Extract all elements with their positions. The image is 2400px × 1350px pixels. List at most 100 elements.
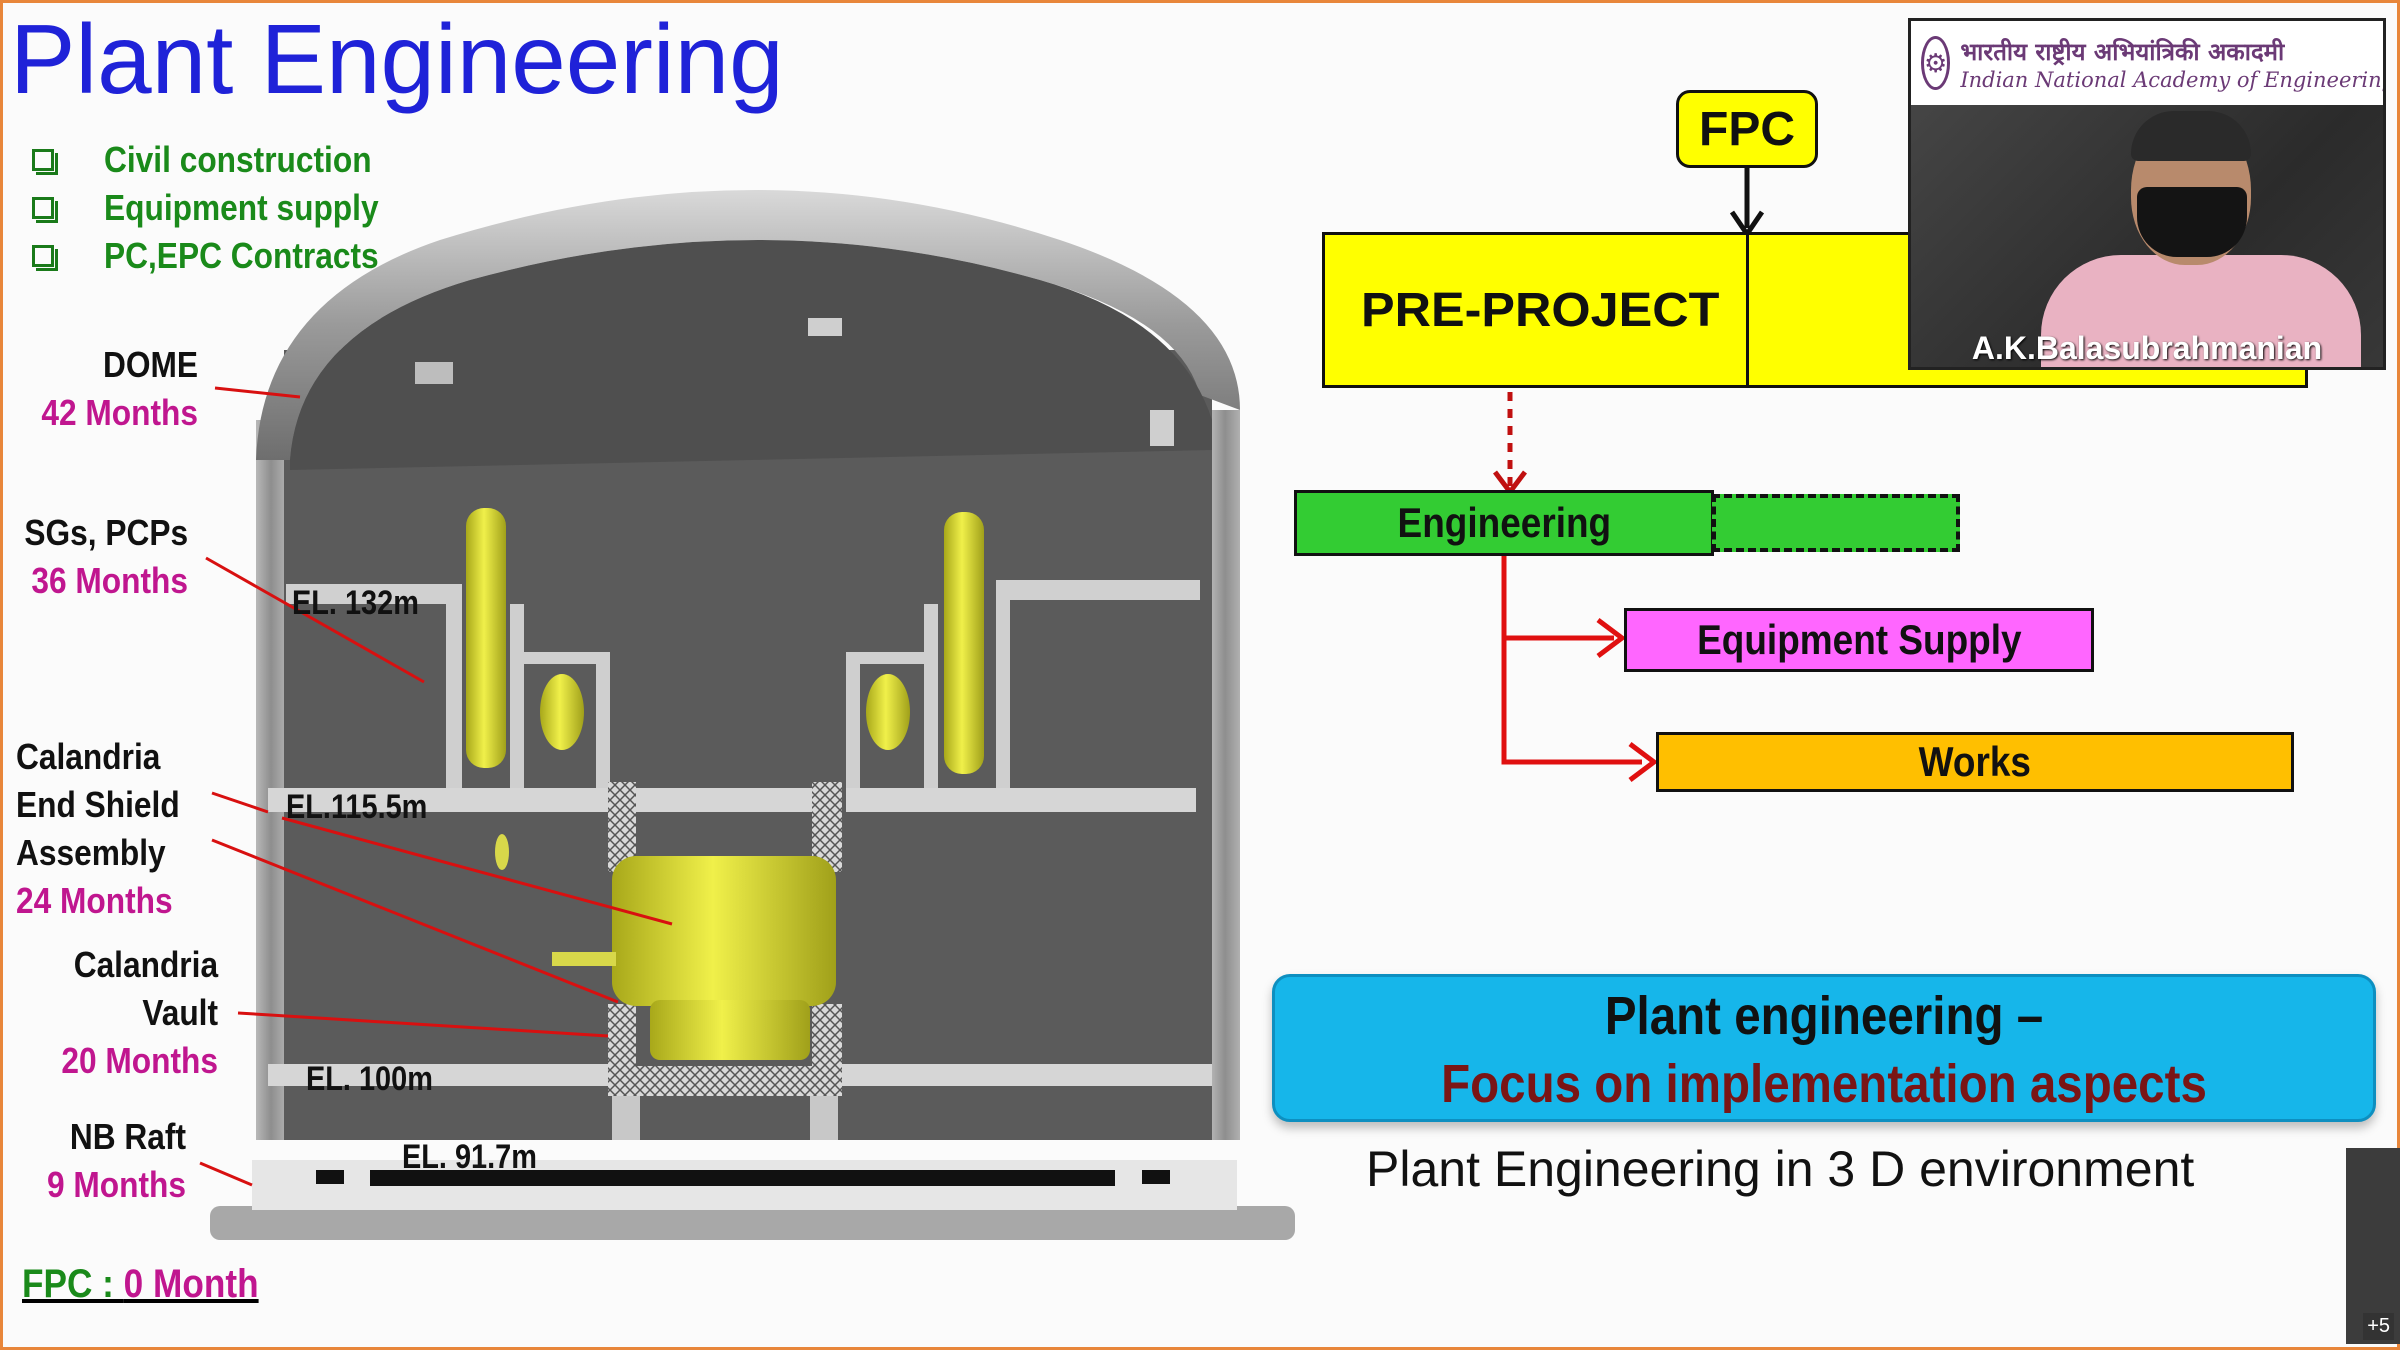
elevation-91: EL. 91.7m [402,1138,537,1176]
arrow-cv [237,1011,609,1038]
outer-wall-left [256,420,286,1140]
participants-strip[interactable]: +5 [2346,1148,2400,1344]
fpc-note-label: FPC : [22,1262,124,1306]
vault-support [810,1096,838,1140]
checkbox-bullet-icon [32,197,58,223]
calandria-base [650,1000,810,1060]
focus-line2: Focus on implementation aspects [1441,1054,2207,1114]
label-calandria-end-shield-line1: Calandria [16,736,161,777]
sg-compartment [846,652,926,664]
works-box: Works [1656,732,2294,792]
label-calandria-vault-line2: Vault [142,992,218,1033]
floor-el115-right [846,788,1196,812]
participants-overflow-count[interactable]: +5 [2363,1313,2394,1340]
label-calandria-vault-line1: Calandria [73,944,218,985]
fpc-note-value: 0 Month [123,1262,259,1306]
org-name-english: Indian National Academy of Engineering [1960,67,2386,92]
sg-compartment [510,604,524,788]
floor-el100-right [840,1064,1212,1086]
dome [256,190,1240,460]
duration-nb-raft: 9 Months [46,1164,186,1205]
pre-project-label: PRE-PROJECT [1361,283,1720,337]
arrow-dome [214,386,301,399]
elevation-132: EL. 132m [292,584,419,622]
calandria-pipe [552,952,616,966]
steam-generator-left [466,508,506,768]
dome-detail [1150,410,1174,446]
floor-el115 [268,788,612,812]
pump-left [540,674,584,750]
label-dome: DOME [102,344,198,385]
arrow-head [1628,742,1659,782]
fpc-box: FPC [1676,90,1818,168]
dome-detail [808,318,842,336]
focus-line1: Plant engineering – [1604,986,2044,1046]
inae-logo-icon: ⚙ [1921,36,1951,90]
speaker-shirt [2041,255,2361,367]
floor-el132 [286,584,462,604]
vault-wall [812,1004,842,1068]
arrow-ces-3 [211,838,619,1004]
slide-title: Plant Engineering [10,4,784,114]
engineering-label: Engineering [1397,499,1611,546]
bullet-item: Equipment supply [32,184,416,232]
raft-detail [370,1170,1115,1186]
equipment-supply-box: Equipment Supply [1624,608,2094,672]
bullet-item: Civil construction [32,136,416,184]
floor-el115-mid [612,788,812,812]
calandria [612,856,836,1006]
sg-compartment [446,600,462,788]
label-sgs: SGs, PCPs [24,512,188,553]
works-label: Works [1918,738,2032,785]
sg-compartment [846,652,860,788]
bullet-list: Civil construction Equipment supply PC,E… [32,136,416,280]
elevation-100: EL. 100m [306,1060,433,1098]
duration-dome: 42 Months [41,392,198,433]
elevation-115: EL.115.5m [286,788,428,826]
label-calandria-end-shield-line3: Assembly [16,832,166,873]
sg-compartment [596,652,610,788]
arrow-ces-1 [211,791,269,814]
pre-project-divider [1746,232,1749,388]
arrow-eng-to-works [1501,554,1642,765]
focus-banner: Plant engineering – Focus on implementat… [1272,974,2376,1122]
vault-wall [608,1004,636,1068]
vault-support [612,1096,640,1140]
checkbox-bullet-icon [32,149,58,175]
raft-detail [316,1170,344,1184]
arrow-ces-2 [281,816,673,926]
label-nb-raft: NB Raft [69,1116,186,1157]
video-header: ⚙ भारतीय राष्ट्रीय अभियांत्रिकी अकादमी I… [1911,21,2383,105]
engineering-extension [1712,494,1960,552]
caption: Plant Engineering in 3 D environment [1366,1141,2195,1197]
speaker-hair [2131,111,2251,161]
engineering-box: Engineering [1294,490,1714,556]
duration-calandria-end-shield: 24 Months [16,880,173,921]
floor-el132-right [996,580,1200,600]
duration-calandria-vault: 20 Months [61,1040,218,1081]
vault-floor [608,1066,842,1096]
steam-generator-right [944,512,984,774]
speaker-video-tile[interactable]: ⚙ भारतीय राष्ट्रीय अभियांत्रिकी अकादमी I… [1908,18,2386,370]
org-name-hindi: भारतीय राष्ट्रीय अभियांत्रिकी अकादमी [1960,36,2285,66]
base-raft [210,1206,1295,1240]
pump-right [866,674,910,750]
outer-wall-right [1210,410,1240,1140]
sg-compartment [524,652,608,664]
small-tank [495,834,509,870]
floor-el100 [268,1064,608,1086]
bullet-item: PC,EPC Contracts [32,232,416,280]
speaker-name: A.K.Balasubrahmanian [1971,330,2323,366]
sg-compartment [924,604,938,788]
label-calandria-end-shield-line2: End Shield [16,784,180,825]
fpc-note: FPC : 0 Month [22,1262,259,1307]
arrow-nb [199,1161,253,1187]
arrow-head [1596,618,1627,658]
duration-sgs: 36 Months [31,560,188,601]
sg-compartment [996,600,1010,788]
speaker-mask [2137,187,2247,257]
dome-interior [290,240,1212,470]
checkbox-bullet-icon [32,245,58,271]
reactor-building-section [199,190,1295,1240]
equipment-supply-label: Equipment Supply [1696,616,2022,663]
